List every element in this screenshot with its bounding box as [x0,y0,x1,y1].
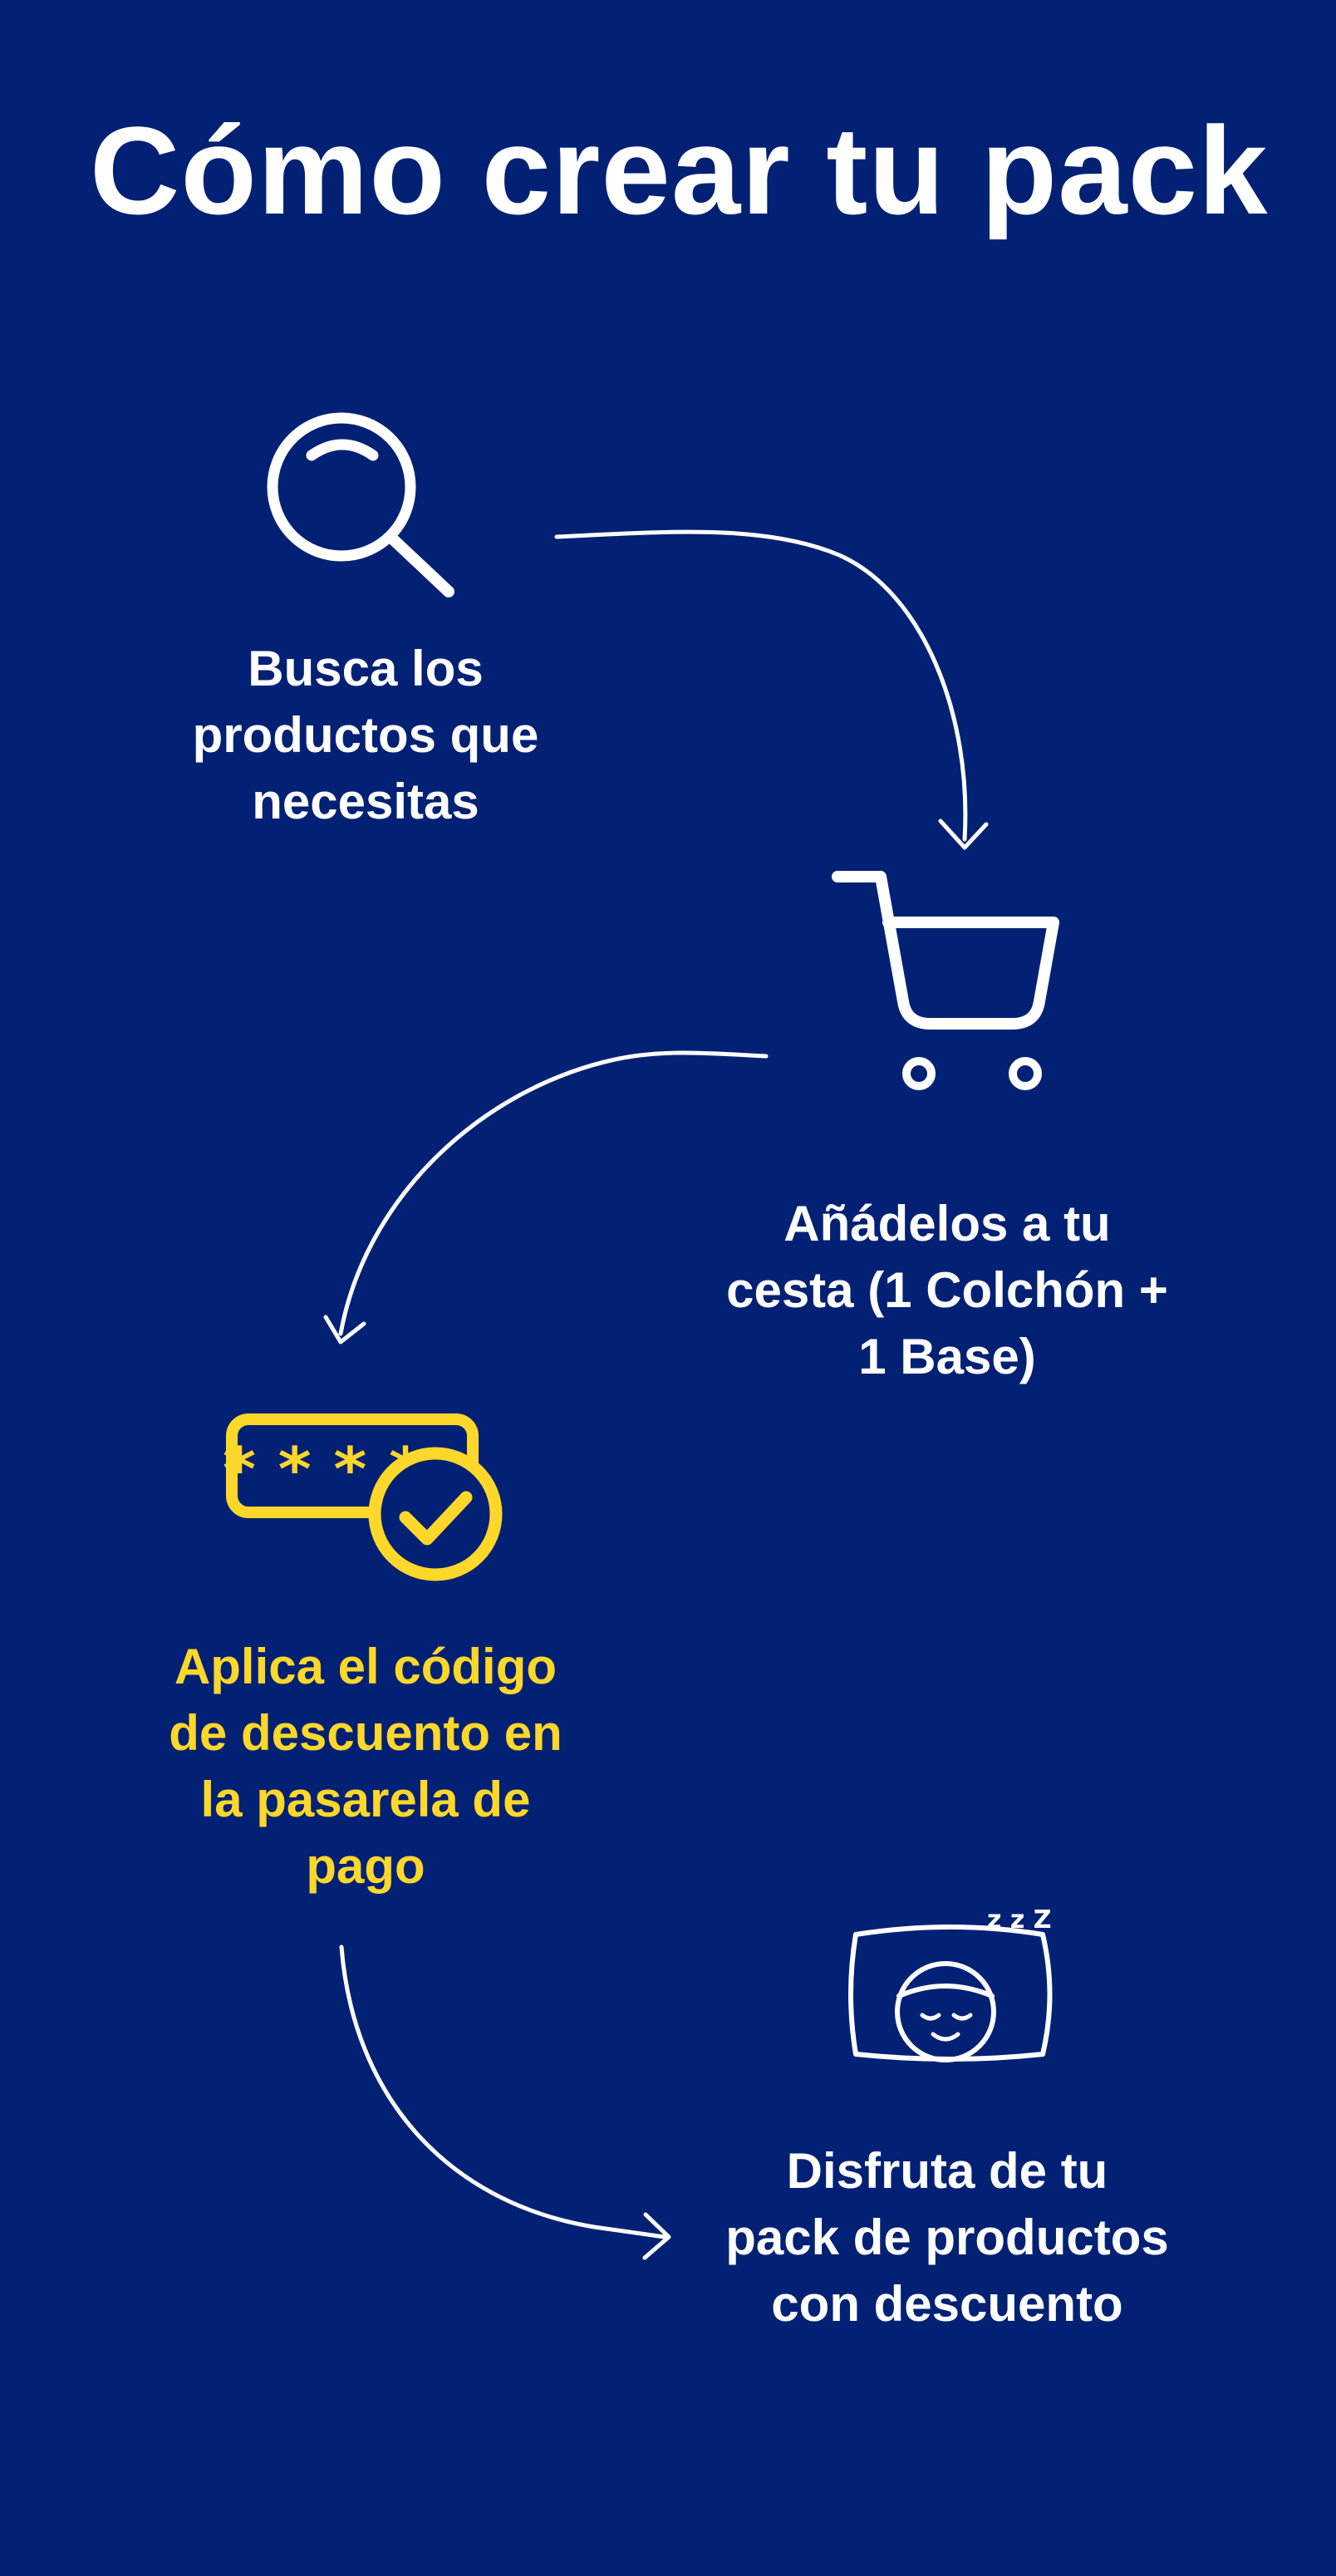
step-1-line: productos que [192,707,539,763]
page-title: Cómo crear tu pack [90,101,1269,240]
step-4-line: Disfruta de tu [786,2143,1108,2199]
step-1-line: Busca los [248,641,484,696]
step-1-line: necesitas [252,774,479,829]
step-2-line: cesta (1 Colchón + [726,1262,1168,1318]
step-3-line: la pasarela de [200,1772,531,1827]
step-2-line: Añádelos a tu [783,1196,1111,1251]
step-2-line: 1 Base) [858,1329,1036,1384]
shopping-cart-icon [832,871,1059,1090]
step-4-line: con descuento [771,2276,1123,2332]
discount-code-check-icon: * * * * [223,1413,503,1581]
step-4-line: pack de productos [725,2210,1169,2265]
arrow-step3-to-step4 [339,1944,671,2260]
step-3-line: pago [306,1838,425,1894]
step-3-line: Aplica el código [174,1639,557,1694]
arrow-step1-to-step2 [554,529,989,850]
step-2-text: Añádelos a tu cesta (1 Colchón + 1 Base) [665,1191,1230,1390]
step-3-line: de descuento en [169,1705,562,1761]
sleeping-pillow-icon: z z Z [848,1905,1053,2062]
step-1-text: Busca los productos que necesitas [116,636,615,835]
snore-letters: z z Z [987,1905,1052,1934]
arrow-step2-to-step3 [323,1050,769,1345]
search-icon [267,412,454,597]
step-4-text: Disfruta de tu pack de productos con des… [656,2138,1238,2338]
step-3-text: Aplica el código de descuento en la pasa… [108,1634,623,1900]
